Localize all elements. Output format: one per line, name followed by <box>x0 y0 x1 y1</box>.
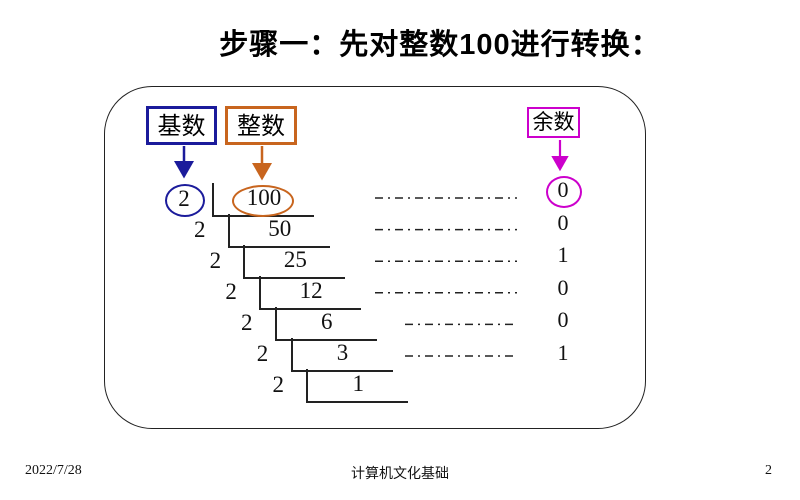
ladder-quotient: 25 <box>243 245 346 279</box>
ladder-divisor: 2 <box>225 279 237 304</box>
base-value-ellipse <box>165 184 205 217</box>
ladder-divisor: 2 <box>193 217 206 242</box>
remainder-value: 0 <box>557 307 569 333</box>
ladder-quotient: 50 <box>227 214 330 248</box>
ladder-divisor: 2 <box>256 341 269 366</box>
ladder-divisor: 2 <box>209 248 222 273</box>
ladder-quotient: 12 <box>259 276 362 310</box>
remainder-value: 0 <box>557 274 569 300</box>
integer-value-ellipse <box>232 185 294 217</box>
remainder-value: 1 <box>557 340 569 365</box>
integer-label-box: 整数 <box>225 106 297 145</box>
remainder-value-ellipse <box>546 176 582 208</box>
ladder-quotient: 3 <box>290 338 393 372</box>
remainder-value: 0 <box>557 209 569 235</box>
integer-label: 整数 <box>237 114 285 140</box>
remainder-label: 余数 <box>532 110 575 134</box>
base-label-box: 基数 <box>146 106 217 145</box>
remainder-label-box: 余数 <box>527 107 580 138</box>
base-label: 基数 <box>157 114 206 140</box>
footer-page-number: 2 <box>765 463 772 478</box>
footer-course: 计算机文化基础 <box>351 467 449 482</box>
ladder-quotient: 6 <box>274 307 377 341</box>
footer-date: 2022/7/28 <box>25 463 82 478</box>
ladder-divisor: 2 <box>272 372 284 397</box>
remainder-value: 1 <box>557 242 569 268</box>
slide-title: 步骤一：先对整数100进行转换： <box>219 29 661 61</box>
ladder-divisor: 2 <box>241 310 253 335</box>
ladder-quotient: 1 <box>306 369 409 403</box>
